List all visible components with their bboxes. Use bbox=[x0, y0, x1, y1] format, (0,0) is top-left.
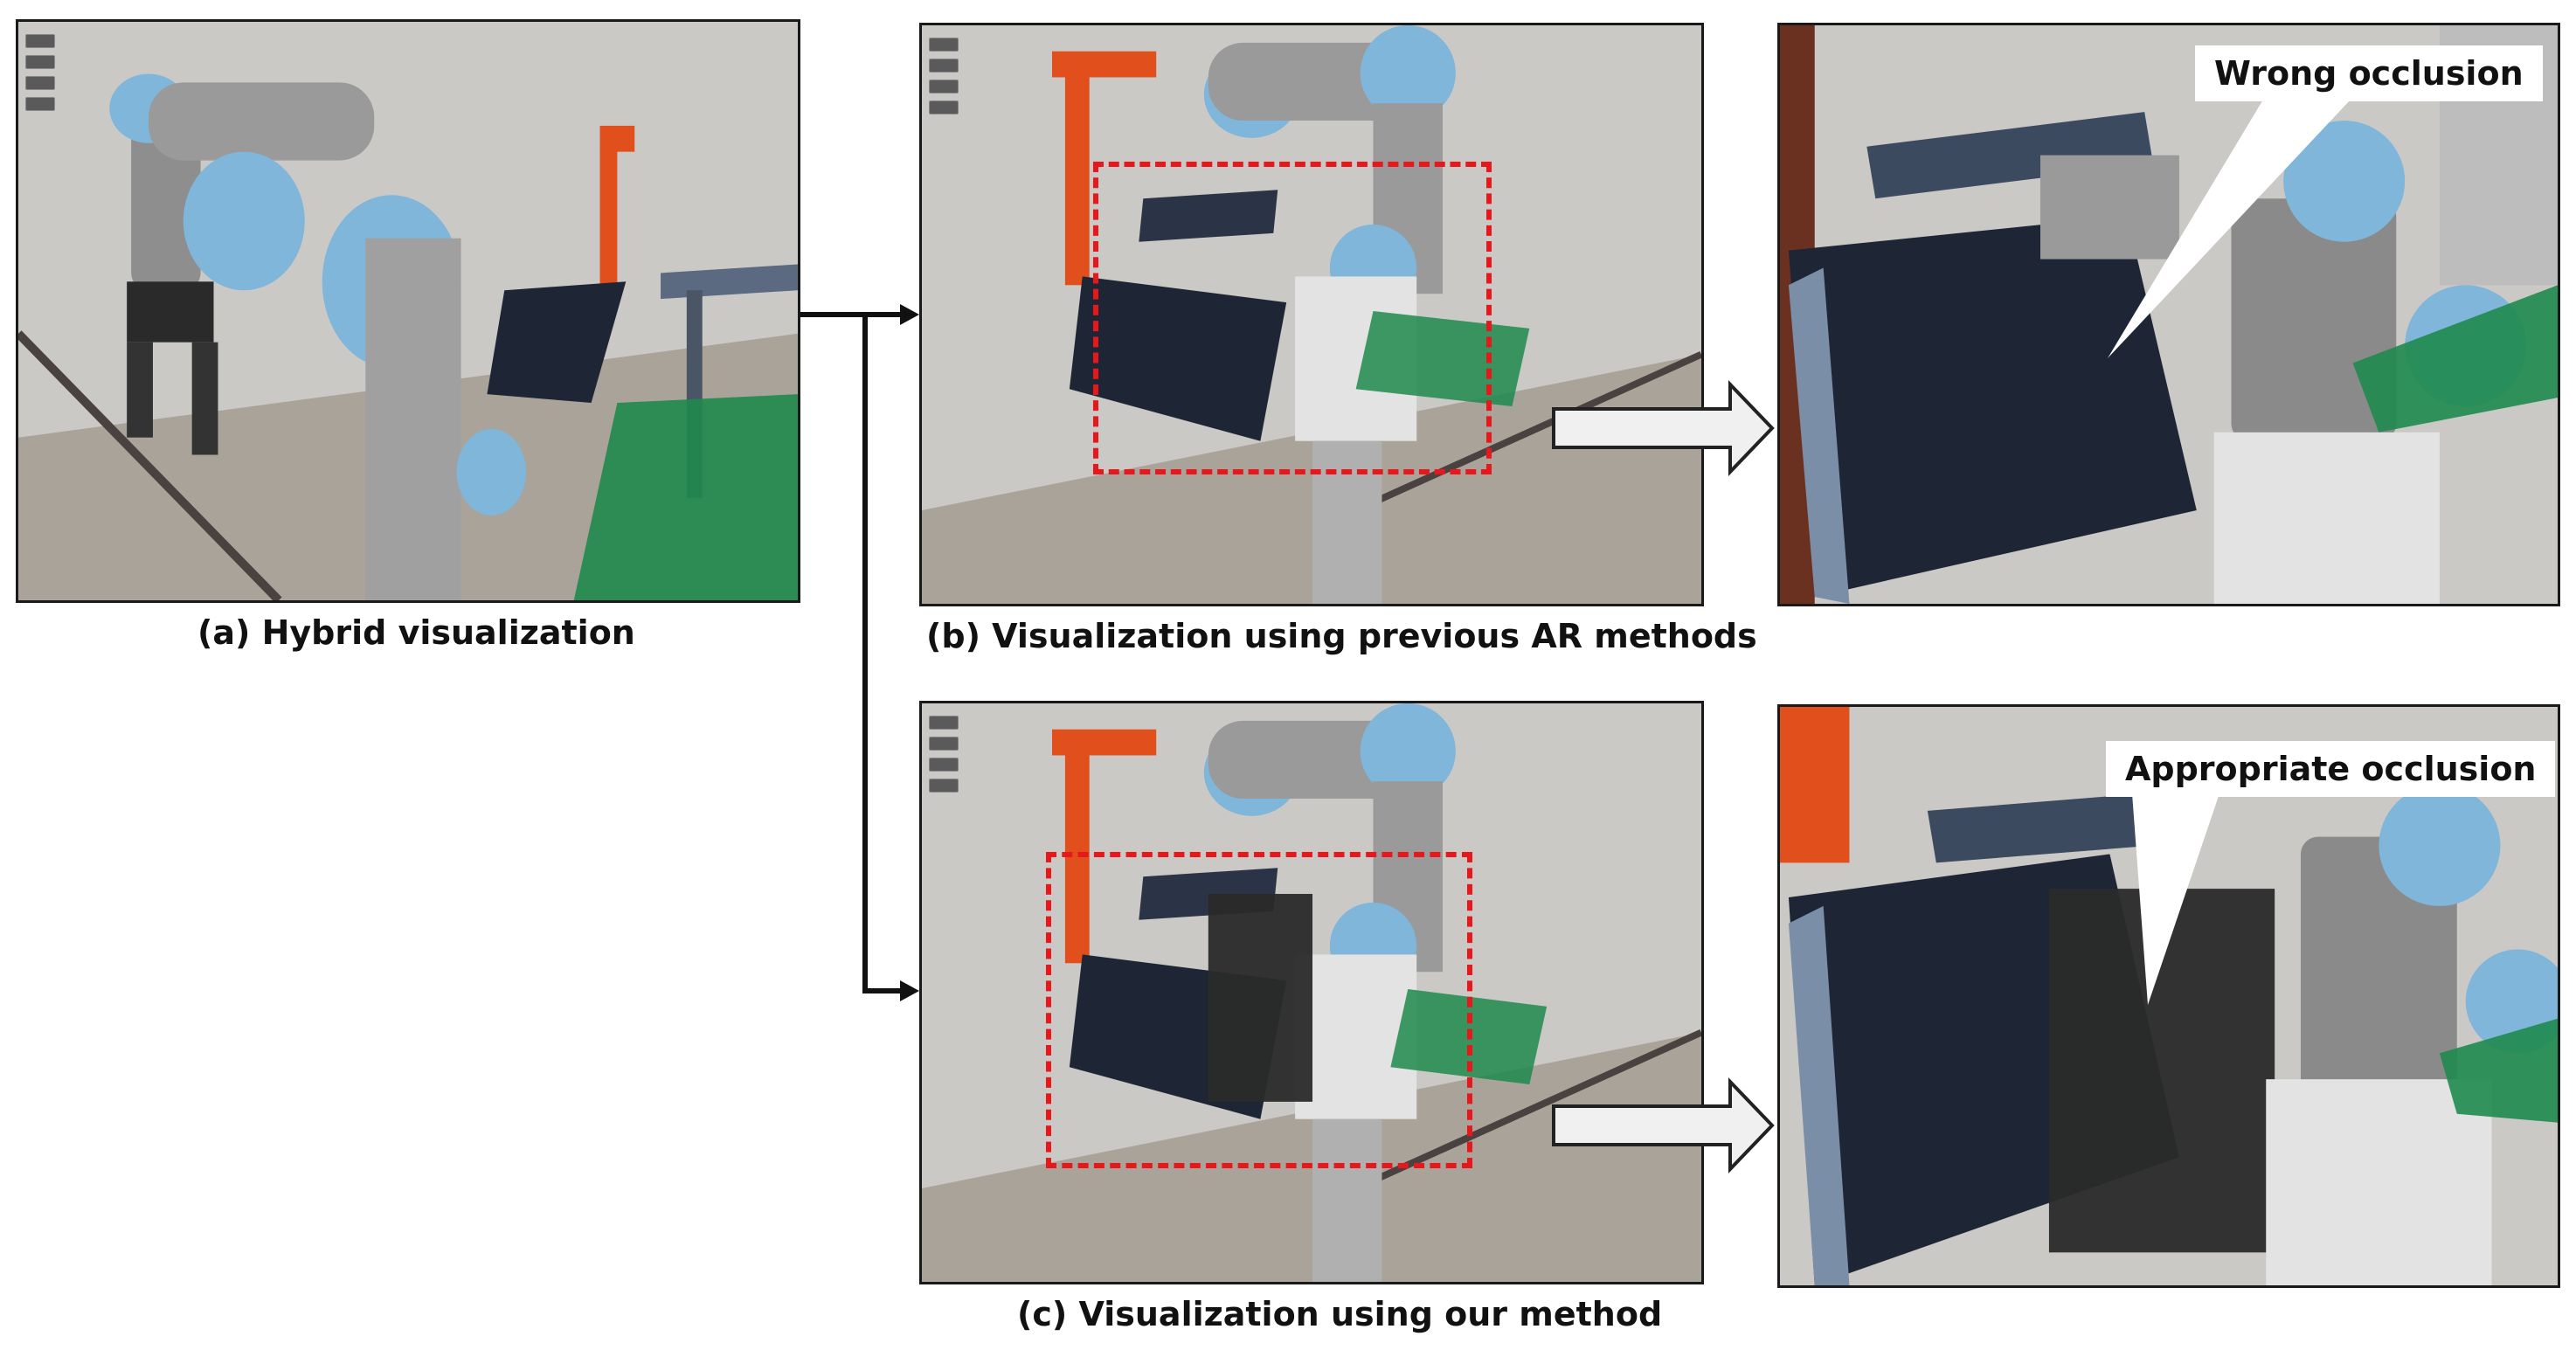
callout-appropriate-occlusion: Appropriate occlusion bbox=[2106, 741, 2556, 797]
scene-previous-ar bbox=[922, 25, 1701, 604]
caption-c: (c) Visualization using our method bbox=[1017, 1295, 1663, 1333]
ui-button bbox=[25, 55, 55, 69]
ui-button bbox=[929, 80, 959, 93]
scene-hybrid bbox=[18, 22, 798, 600]
highlight-region bbox=[1046, 852, 1472, 1168]
panel-zoom-wrong bbox=[1777, 23, 2560, 606]
ui-button bbox=[25, 76, 55, 90]
ui-button bbox=[929, 716, 959, 730]
caption-a: (a) Hybrid visualization bbox=[197, 613, 635, 652]
panel-our-method bbox=[919, 701, 1704, 1284]
highlight-region bbox=[1093, 162, 1492, 474]
ui-button bbox=[929, 38, 959, 52]
ui-button bbox=[25, 97, 55, 111]
ui-button bbox=[929, 59, 959, 73]
arrow-right-icon bbox=[800, 304, 919, 1001]
panel-hybrid-visualization bbox=[16, 19, 800, 603]
ui-button bbox=[929, 758, 959, 772]
panel-previous-ar bbox=[919, 23, 1704, 606]
ui-button bbox=[929, 779, 959, 793]
scene-our-method bbox=[922, 703, 1701, 1282]
caption-b: (b) Visualization using previous AR meth… bbox=[926, 617, 1757, 655]
callout-wrong-occlusion: Wrong occlusion bbox=[2195, 45, 2543, 101]
scene-zoom-appropriate bbox=[1780, 707, 2558, 1285]
scene-zoom-wrong bbox=[1780, 25, 2558, 604]
ui-button bbox=[929, 100, 959, 114]
ui-button bbox=[929, 737, 959, 751]
ui-button bbox=[25, 34, 55, 48]
